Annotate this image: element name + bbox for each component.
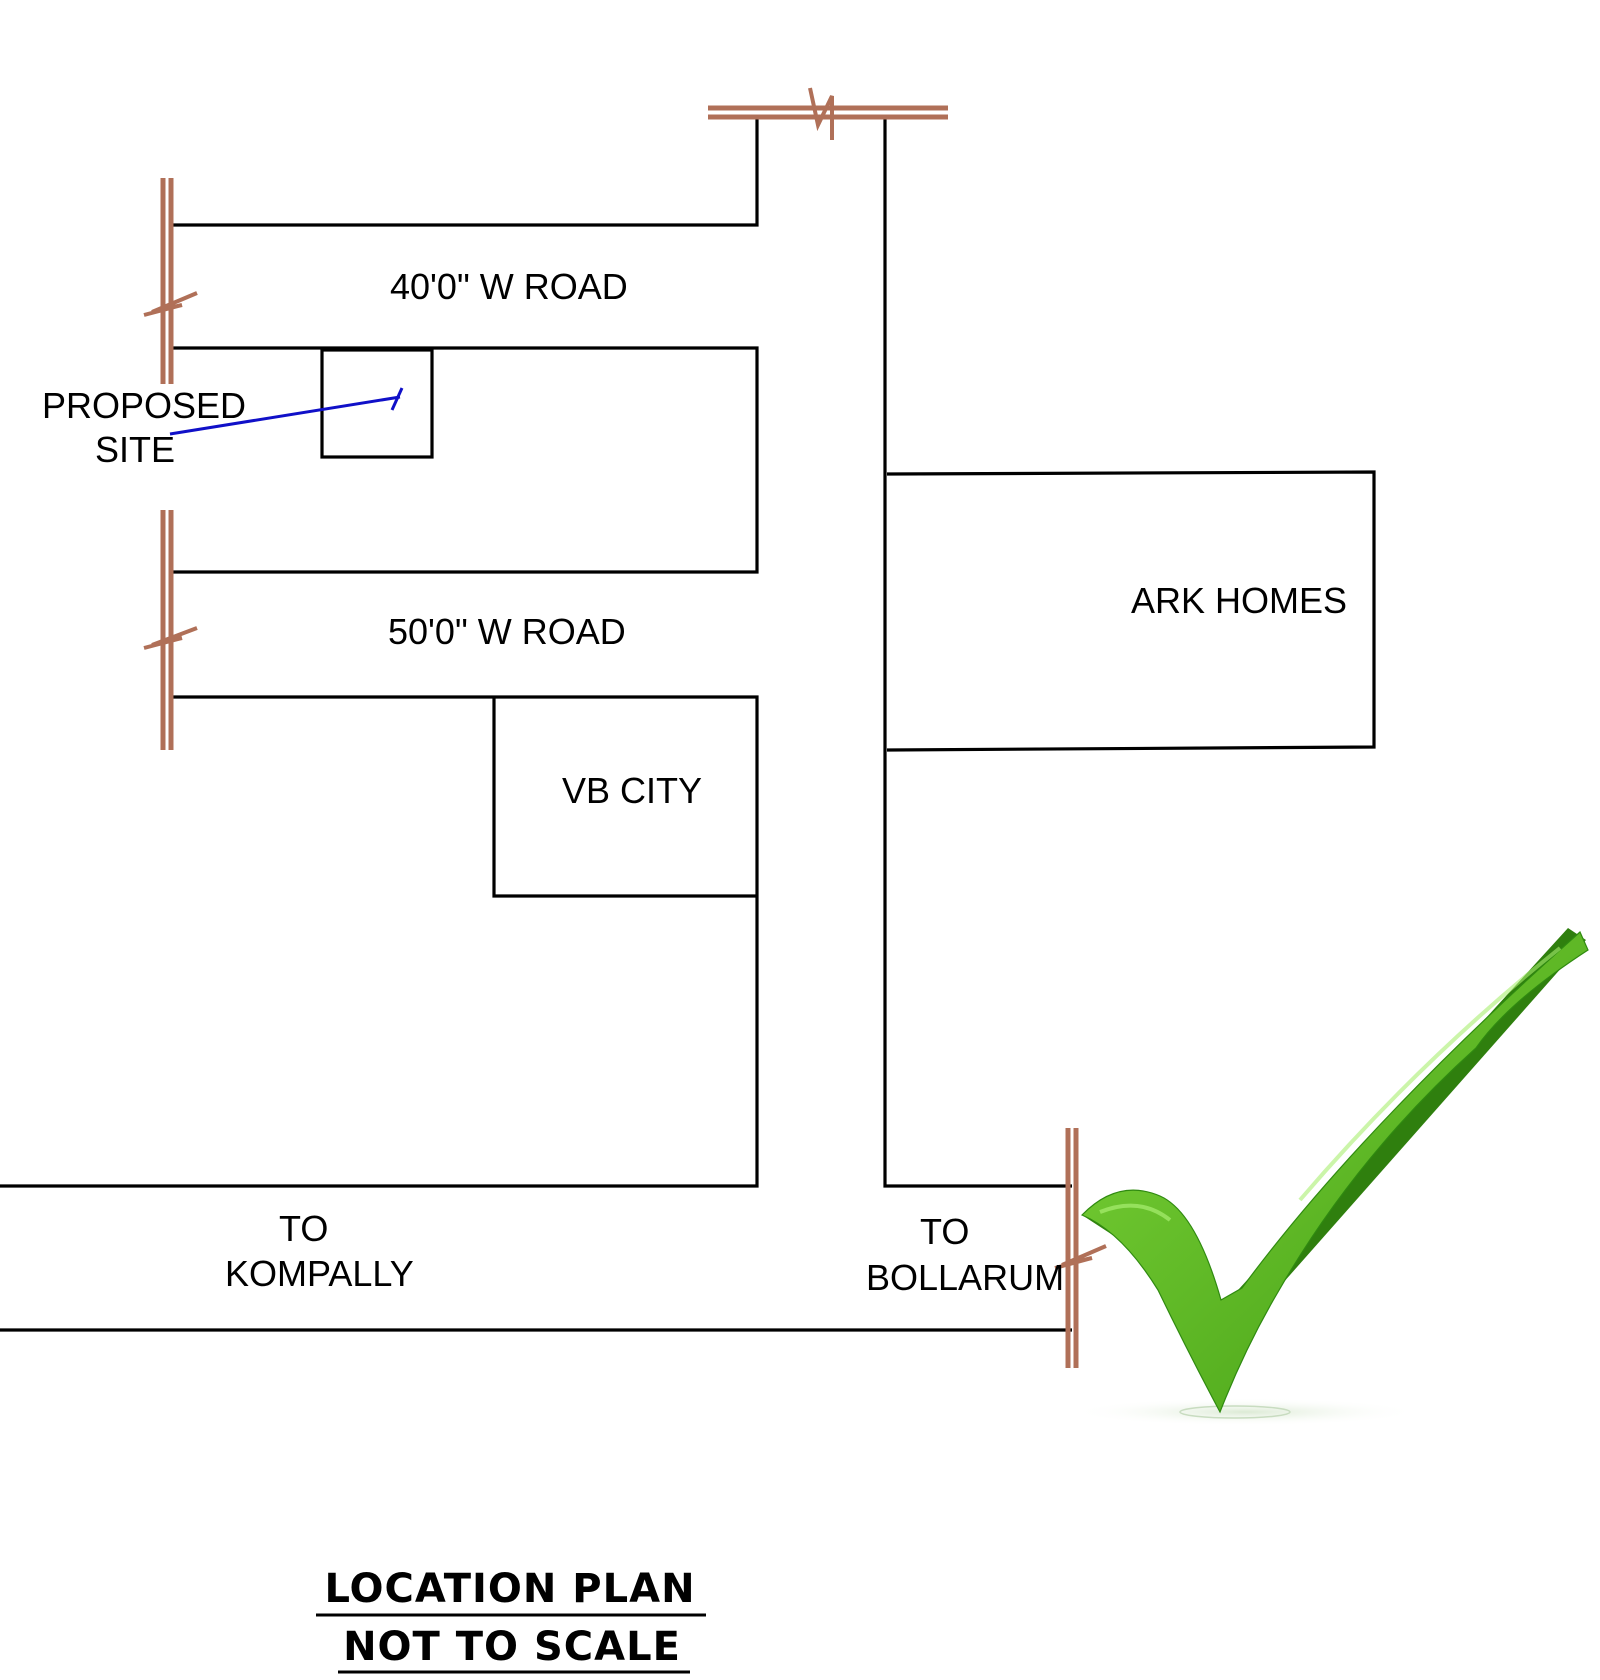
to-kompally-label-line1: TO — [279, 1208, 328, 1249]
road-40-upper-edge — [170, 115, 759, 227]
green-checkmark-icon — [1070, 928, 1589, 1426]
road-40-label: 40'0" W ROAD — [390, 266, 628, 307]
block-between-roads — [170, 346, 759, 574]
break-line-top — [708, 87, 948, 140]
break-line-left-upper — [143, 178, 198, 384]
road-outlines — [0, 115, 1376, 1332]
to-bollarum-label-line1: TO — [920, 1211, 969, 1252]
main-road-right-edge — [883, 115, 1072, 1188]
ark-homes-label: ARK HOMES — [1131, 580, 1347, 621]
to-bollarum-label-line2: BOLLARUM — [866, 1257, 1064, 1298]
proposed-site-label-line1: PROPOSED — [42, 385, 246, 426]
checkmark-front-face — [1080, 931, 1589, 1414]
break-line-left-lower — [143, 510, 198, 750]
to-kompally-label-line2: KOMPALLY — [225, 1253, 414, 1294]
vb-city-block — [492, 697, 757, 898]
proposed-site-label-line2: SITE — [95, 429, 175, 470]
break-line-right-bottom — [1054, 1128, 1107, 1368]
ark-homes-block — [886, 470, 1376, 752]
road-50-label: 50'0" W ROAD — [388, 611, 626, 652]
vb-city-label: VB CITY — [562, 770, 702, 811]
proposed-site-plot — [320, 348, 434, 459]
road-50-lower-edge — [0, 695, 759, 1188]
break-lines — [143, 87, 1107, 1368]
title-not-to-scale: NOT TO SCALE — [343, 1624, 681, 1670]
title-block: LOCATION PLAN NOT TO SCALE — [316, 1566, 706, 1674]
title-location-plan: LOCATION PLAN — [324, 1566, 695, 1612]
proposed-site-leader — [169, 387, 404, 436]
